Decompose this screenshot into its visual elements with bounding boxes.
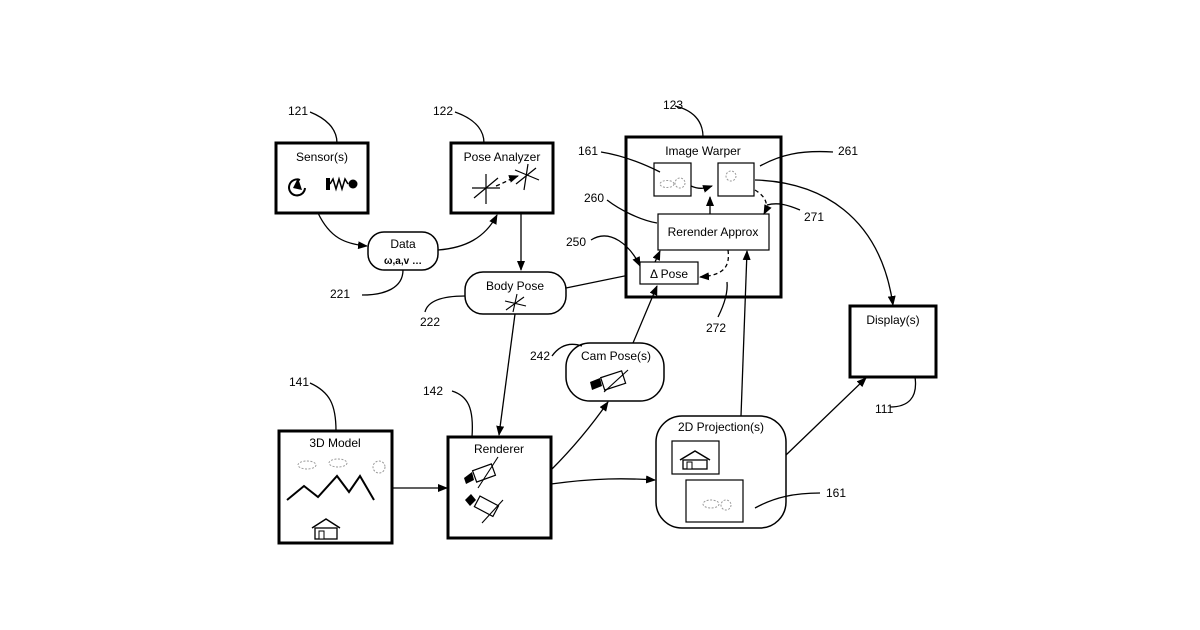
delta-pose-box: Δ Pose — [640, 262, 698, 284]
body-pose-bubble: Body Pose — [465, 272, 566, 314]
ref-250: 250 — [566, 235, 586, 249]
rerender-approx-box: Rerender Approx — [658, 214, 769, 250]
renderer-box: Renderer — [448, 437, 551, 538]
body-pose-label: Body Pose — [486, 279, 544, 293]
ref-161-bottom: 161 — [826, 486, 846, 500]
ref-122: 122 — [433, 104, 453, 118]
projection-2d-label: 2D Projection(s) — [678, 420, 764, 434]
delta-pose-label: Δ Pose — [650, 267, 688, 281]
model-3d-box: 3D Model — [279, 431, 392, 543]
renderer-label: Renderer — [474, 442, 524, 456]
ref-161-top: 161 — [578, 144, 598, 158]
ref-142: 142 — [423, 384, 443, 398]
ref-260: 260 — [584, 191, 604, 205]
projection-house-thumbnail — [672, 441, 719, 474]
ref-221: 221 — [330, 287, 350, 301]
rerender-approx-label: Rerender Approx — [668, 225, 759, 239]
data-bubble: Data ω,a,v … — [368, 232, 438, 270]
warp-output-thumbnail — [718, 163, 754, 196]
pose-analyzer-box: Pose Analyzer — [451, 143, 553, 213]
sensor-box: Sensor(s) — [276, 143, 368, 213]
ref-271: 271 — [804, 210, 824, 224]
data-label: Data — [390, 237, 416, 251]
ref-111: 111 — [875, 402, 894, 416]
warp-input-thumbnail — [654, 163, 691, 196]
ref-141: 141 — [289, 375, 309, 389]
sensor-label: Sensor(s) — [296, 150, 348, 164]
ref-272: 272 — [706, 321, 726, 335]
image-warper-box: Image Warper Rerender Approx — [626, 137, 781, 297]
pose-analyzer-label: Pose Analyzer — [464, 150, 541, 164]
display-box: Display(s) — [850, 306, 936, 377]
ref-121: 121 — [288, 104, 308, 118]
data-sub-label: ω,a,v … — [384, 256, 422, 267]
cam-pose-label: Cam Pose(s) — [581, 349, 651, 363]
ref-123: 123 — [663, 98, 683, 112]
ref-261: 261 — [838, 144, 858, 158]
display-label: Display(s) — [866, 313, 919, 327]
image-warper-label: Image Warper — [665, 144, 741, 158]
projection-2d-box: 2D Projection(s) — [656, 416, 786, 528]
ref-242: 242 — [530, 349, 550, 363]
ref-222: 222 — [420, 315, 440, 329]
cam-pose-bubble: Cam Pose(s) — [566, 343, 664, 401]
model-3d-label: 3D Model — [309, 436, 360, 450]
projection-sky-thumbnail — [686, 480, 743, 522]
